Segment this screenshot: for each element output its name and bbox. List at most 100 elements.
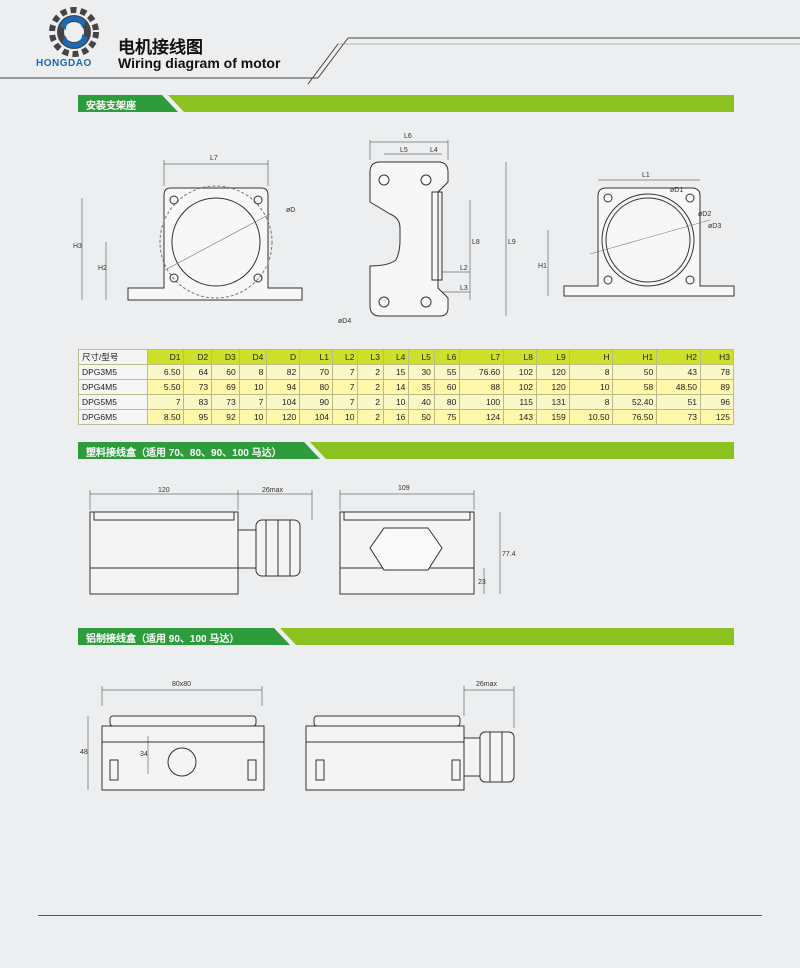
header-decor-lines: [0, 37, 800, 85]
value-cell: 120: [535, 379, 570, 395]
value-cell: 70: [299, 364, 333, 380]
value-cell: 8: [568, 394, 614, 410]
value-cell: 80: [433, 394, 461, 410]
aluminum-box-front-view: [87, 686, 265, 791]
value-cell: 50: [612, 364, 658, 380]
dim-label: 80x80: [172, 681, 191, 688]
column-header: L8: [503, 349, 537, 365]
value-cell: 73: [656, 409, 702, 425]
mount-front-view: [81, 160, 303, 301]
value-cell: 89: [700, 379, 734, 395]
dim-label: L3: [460, 285, 468, 292]
column-header: L5: [408, 349, 435, 365]
dim-label: 77.4: [502, 551, 516, 558]
value-cell: 10: [238, 409, 268, 425]
column-header: 尺寸/型号: [78, 349, 148, 365]
value-cell: 115: [503, 394, 537, 410]
column-header: D3: [211, 349, 240, 365]
value-cell: 43: [656, 364, 702, 380]
value-cell: 10: [238, 379, 268, 395]
section-title: 安装支架座: [86, 101, 136, 112]
value-cell: 50: [408, 409, 435, 425]
value-cell: 8.50: [146, 409, 185, 425]
dim-label: L8: [472, 239, 480, 246]
column-header: D4: [238, 349, 268, 365]
dim-label: øD3: [708, 223, 721, 230]
column-header: L4: [382, 349, 410, 365]
value-cell: 5.50: [146, 379, 185, 395]
value-cell: 14: [382, 379, 410, 395]
value-cell: 92: [211, 409, 240, 425]
dim-label: H1: [538, 263, 547, 270]
column-header: L6: [433, 349, 461, 365]
section-banner-aluminum: 铝制接线盒（适用 90、100 马达）: [78, 628, 734, 645]
aluminum-box-side-view: [305, 686, 515, 791]
column-header: D1: [146, 349, 185, 365]
value-cell: 75: [433, 409, 461, 425]
section-title: 铝制接线盒（适用 90、100 马达）: [86, 634, 240, 645]
dim-label: H3: [73, 243, 82, 250]
value-cell: 8: [238, 364, 268, 380]
dim-label: H2: [98, 265, 107, 272]
value-cell: 55: [433, 364, 461, 380]
model-cell: DPG3M5: [78, 364, 148, 380]
value-cell: 131: [535, 394, 570, 410]
value-cell: 95: [183, 409, 213, 425]
value-cell: 96: [700, 394, 734, 410]
page-title-cn: 电机接线图: [118, 38, 203, 57]
model-cell: DPG5M5: [78, 394, 148, 410]
mount-side-view: [369, 140, 507, 317]
value-cell: 6.50: [146, 364, 185, 380]
dim-label: 120: [158, 487, 170, 494]
dim-label: L6: [404, 133, 412, 140]
value-cell: 90: [299, 394, 333, 410]
value-cell: 2: [357, 394, 384, 410]
value-cell: 16: [382, 409, 410, 425]
column-header: L9: [535, 349, 570, 365]
value-cell: 73: [183, 379, 213, 395]
dim-label: L5: [400, 147, 408, 154]
value-cell: 10: [382, 394, 410, 410]
brand-name: HONGDAO: [36, 58, 92, 69]
value-cell: 102: [503, 379, 537, 395]
value-cell: 143: [503, 409, 537, 425]
value-cell: 7: [146, 394, 185, 410]
aluminum-box-drawings: 80x80 48 34 26max: [80, 681, 515, 791]
column-header: L7: [459, 349, 505, 365]
dim-label: 26max: [262, 487, 284, 494]
dim-label: L9: [508, 239, 516, 246]
value-cell: 69: [211, 379, 240, 395]
footer-divider: [38, 915, 762, 916]
column-header: D2: [183, 349, 213, 365]
value-cell: 7: [331, 379, 359, 395]
value-cell: 82: [266, 364, 301, 380]
value-cell: 64: [183, 364, 213, 380]
value-cell: 51: [656, 394, 702, 410]
value-cell: 7: [331, 364, 359, 380]
value-cell: 83: [183, 394, 213, 410]
column-header: H1: [612, 349, 658, 365]
column-header: H2: [656, 349, 702, 365]
dim-label: øD1: [670, 187, 683, 194]
value-cell: 30: [408, 364, 435, 380]
plastic-box-side-view: [89, 490, 313, 595]
value-cell: 76.60: [459, 364, 505, 380]
model-cell: DPG6M5: [78, 409, 148, 425]
value-cell: 10.50: [568, 409, 614, 425]
value-cell: 40: [408, 394, 435, 410]
value-cell: 104: [299, 409, 333, 425]
value-cell: 100: [459, 394, 505, 410]
column-header: L2: [331, 349, 359, 365]
dim-label: øD2: [698, 211, 711, 218]
mount-right-view: [547, 179, 735, 297]
plastic-box-front-view: [339, 490, 501, 595]
value-cell: 10: [331, 409, 359, 425]
value-cell: 8: [568, 364, 614, 380]
gear-logo-icon: [49, 7, 99, 57]
section-title: 塑料接线盒（适用 70、80、90、100 马达）: [86, 448, 282, 459]
